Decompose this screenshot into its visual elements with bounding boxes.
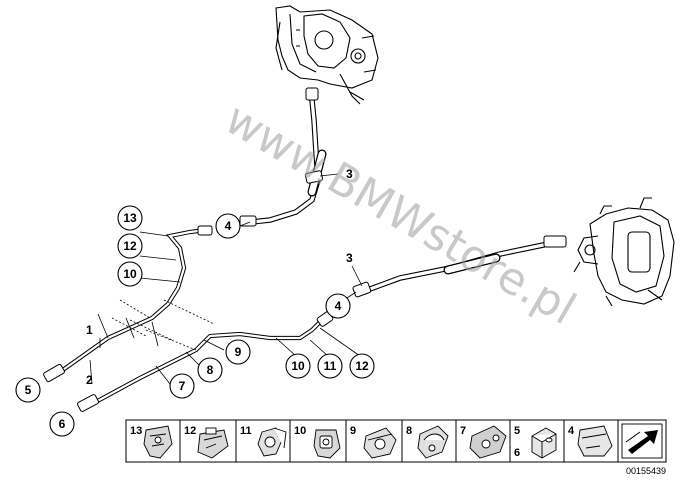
- arrow-icon: [621, 423, 663, 459]
- callout-9-label: 9: [235, 345, 242, 359]
- clip-8-icon: [417, 425, 449, 459]
- upper-caliper-icon: [275, 5, 379, 105]
- callout-4-upper: 4: [215, 213, 241, 239]
- callout-6-label: 6: [59, 417, 66, 431]
- clip-10-icon: [313, 429, 341, 459]
- callout-8-label: 8: [207, 363, 214, 377]
- clip-11-icon: [257, 427, 287, 457]
- label-3-lower: 3: [346, 251, 353, 265]
- callout-5: 5: [15, 377, 41, 403]
- legend-number-12: 12: [184, 425, 196, 437]
- parts-legend: 13 12 11 10 9 8 7 5 6 4: [125, 419, 667, 463]
- callout-4-lower-label: 4: [335, 299, 342, 313]
- callout-11: 11: [317, 353, 343, 379]
- bracket-4-icon: [577, 425, 613, 457]
- callout-12-left-label: 12: [123, 239, 137, 253]
- clip-7-icon: [469, 425, 507, 459]
- callout-10-left: 10: [117, 261, 143, 287]
- callout-13: 13: [117, 205, 143, 231]
- legend-number-6: 6: [514, 447, 520, 459]
- clip-12-icon: [197, 427, 229, 459]
- callout-4-upper-label: 4: [225, 219, 232, 233]
- label-2: 2: [86, 373, 93, 387]
- callout-9: 9: [225, 339, 251, 365]
- callout-10-right: 10: [285, 353, 311, 379]
- label-1: 1: [86, 323, 93, 337]
- watermark-text: www.BMWstore.pl: [217, 93, 585, 335]
- callout-7: 7: [169, 373, 195, 399]
- rear-caliper-icon: [573, 197, 675, 307]
- legend-number-8: 8: [406, 425, 412, 437]
- callout-4-lower: 4: [325, 293, 351, 319]
- callout-13-label: 13: [123, 211, 137, 225]
- callout-7-label: 7: [179, 379, 186, 393]
- clip-13-icon: [143, 425, 173, 459]
- callout-12-left: 12: [117, 233, 143, 259]
- legend-number-5: 5: [514, 425, 520, 437]
- reference-number: 00155439: [626, 466, 666, 476]
- legend-number-13: 13: [130, 425, 142, 437]
- callout-10-left-label: 10: [123, 267, 137, 281]
- callout-6: 6: [49, 411, 75, 437]
- union-nut-icon: [531, 427, 557, 459]
- callout-8: 8: [197, 357, 223, 383]
- legend-number-10: 10: [294, 425, 306, 437]
- callout-10-right-label: 10: [291, 359, 305, 373]
- callout-11-label: 11: [324, 359, 337, 373]
- clip-9-icon: [363, 427, 397, 459]
- legend-number-7: 7: [460, 425, 466, 437]
- callout-12-right: 12: [349, 353, 375, 379]
- legend-number-4: 4: [568, 425, 575, 437]
- legend-number-11: 11: [240, 425, 252, 437]
- fittings: [43, 87, 567, 412]
- legend-number-9: 9: [350, 425, 356, 437]
- label-3-upper: 3: [346, 167, 353, 181]
- callout-12-right-label: 12: [355, 359, 369, 373]
- callout-5-label: 5: [25, 383, 32, 397]
